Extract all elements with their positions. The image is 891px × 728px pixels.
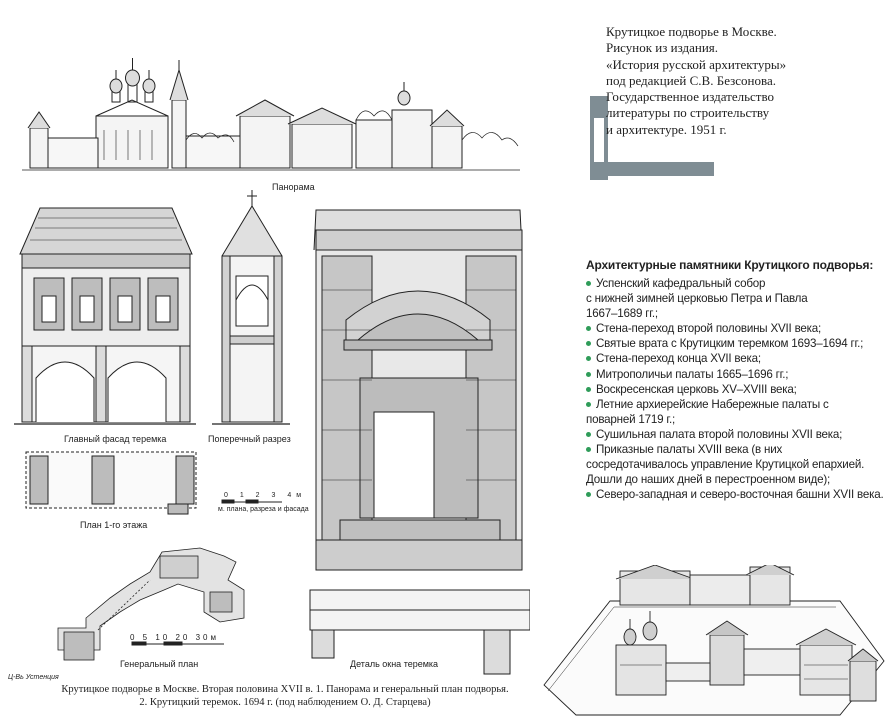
label-scale-small-caption: м. плана, разреза и фасада (218, 506, 309, 513)
source-accent-inner (594, 118, 604, 162)
source-line: Рисунок из издания. (606, 40, 719, 56)
section-drawing (212, 190, 290, 425)
list-item: Северо-западная и северо-восточная башни… (586, 487, 886, 502)
plate-caption-line1: Крутицкое подворье в Москве. Вторая поло… (61, 684, 509, 695)
source-line: «История русской архитектуры» (606, 56, 787, 72)
plate-drawings (14, 58, 530, 675)
source-text: Крутицкое подворье в Москве. Рисунок из … (606, 24, 876, 138)
plate-caption: Крутицкое подворье в Москве. Вторая поло… (40, 683, 530, 709)
list-item: Митрополичьи палаты 1665–1696 гг.; (586, 367, 886, 382)
window-detail-drawing (309, 209, 530, 675)
list-item: Воскресенская церковь XV–XVIII века; (586, 382, 886, 397)
monuments-list: Архитектурные памятники Крутицкого подво… (586, 258, 886, 502)
panorama-drawing (22, 58, 520, 171)
bullet-icon (586, 326, 591, 332)
source-line: и архитектуре. 1951 г. (606, 121, 727, 137)
label-panorama: Панорама (272, 182, 315, 192)
label-facade: Главный фасад теремка (64, 434, 167, 444)
list-item: Приказные палаты XVIII века (в них сосре… (586, 443, 865, 487)
source-line: литературы по строительству (606, 105, 770, 121)
first-floor-plan-drawing (25, 451, 197, 515)
source-line: под редакцией С.В. Безсонова. (606, 72, 776, 88)
bullet-icon (586, 431, 591, 437)
source-line: Государственное издательство (606, 89, 775, 105)
isometric-compound-drawing (540, 562, 890, 723)
list-item: Святые врата с Крутицким теремком 1693–1… (586, 336, 886, 351)
source-line: Крутицкое подворье в Москве. (606, 24, 777, 39)
isometric-svg (543, 562, 885, 716)
bullet-icon (586, 280, 591, 286)
bullet-icon (586, 386, 591, 392)
plate-caption-line2: 2. Крутицкий теремок. 1694 г. (под наблю… (139, 697, 431, 708)
scale-small (221, 499, 282, 504)
scale-large (131, 641, 224, 646)
list-item: Стена-переход второй половины XVII века; (586, 321, 886, 336)
bullet-icon (586, 446, 591, 452)
list-item: Успенский кафедральный собор с нижней зи… (586, 277, 808, 321)
architectural-plate: Панорама Главный фасад теремка Поперечны… (8, 58, 530, 709)
list-item: Летние архиерейские Набережные палаты с … (586, 397, 829, 426)
monuments-title: Архитектурные памятники Крутицкого подво… (586, 258, 874, 272)
label-first-floor-plan: План 1-го этажа (80, 520, 148, 530)
facade-drawing (14, 207, 196, 425)
label-section: Поперечный разрез (208, 434, 291, 444)
bullet-icon (586, 492, 591, 498)
general-plan-drawing (57, 547, 245, 661)
list-item: Сушильная палата второй половины XVII ве… (586, 427, 886, 442)
bullet-icon (586, 371, 591, 377)
source-accent-foot (594, 162, 714, 176)
label-general-plan: Генеральный план (120, 659, 199, 669)
label-author: Ц-Вь Устенция (8, 674, 59, 681)
label-window-detail: Деталь окна теремка (350, 659, 439, 669)
monuments-items: Успенский кафедральный собор с нижней зи… (586, 276, 886, 502)
bullet-icon (586, 356, 591, 362)
label-scale-small-ticks: 0 1 2 3 4м (224, 492, 307, 499)
bullet-icon (586, 341, 591, 347)
label-scale-large: 0 5 10 20 30м (130, 633, 219, 642)
list-item: Стена-переход конца XVII века; (586, 351, 886, 366)
bullet-icon (586, 401, 591, 407)
